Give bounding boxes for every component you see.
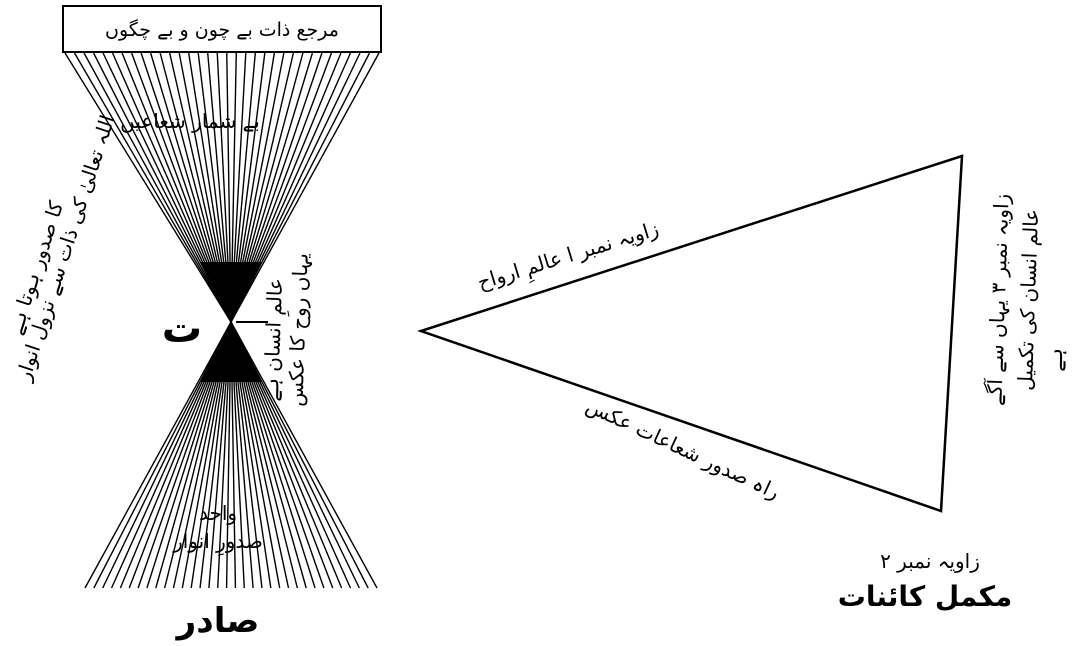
triangle-outline	[417, 154, 964, 513]
upper-ray	[64, 52, 232, 323]
upper-ray	[83, 52, 232, 323]
triangle-right-line-2: عالم انسان کی تکمیل	[1013, 208, 1043, 391]
bottom-label: صادر	[175, 601, 260, 641]
upper-cone-label: بے شمار شعاعیں	[120, 109, 260, 133]
hourglass-rays	[64, 52, 380, 589]
left-side-line-1: اللہ تعالیٰ کی ذات سے نزول انوار	[11, 112, 120, 384]
lower-ray	[230, 321, 378, 589]
bottom-vertex-line-2: مکمل کائنات	[838, 580, 1013, 613]
upper-edge-label: زاویہ نمبر ا عالمِ ارواح	[474, 216, 662, 298]
upper-ray	[73, 52, 232, 323]
right-side-line-1: یہاں روح کا عکس	[283, 253, 312, 407]
center-letter: ت	[162, 306, 202, 352]
hourglass-core	[200, 262, 262, 382]
top-box-label: مرجع ذات بے چون و بے چگوں	[105, 18, 339, 41]
lower-edge-label: راہ صدور شعاعات عکس	[582, 393, 783, 504]
triangle-right-line-3: ہے	[1043, 348, 1068, 372]
lower-cone-line-2: صدورِ انوار	[172, 529, 263, 556]
upper-ray	[230, 52, 380, 323]
top-box	[62, 5, 382, 53]
lower-ray	[84, 321, 232, 589]
lower-cone-line-1: واحد	[199, 501, 237, 525]
bottom-vertex-line-1: زاویہ نمبر ۲	[880, 549, 980, 573]
triangle-right-line-1: زاویہ نمبر ۳ یہاں سے آگے	[981, 193, 1013, 406]
